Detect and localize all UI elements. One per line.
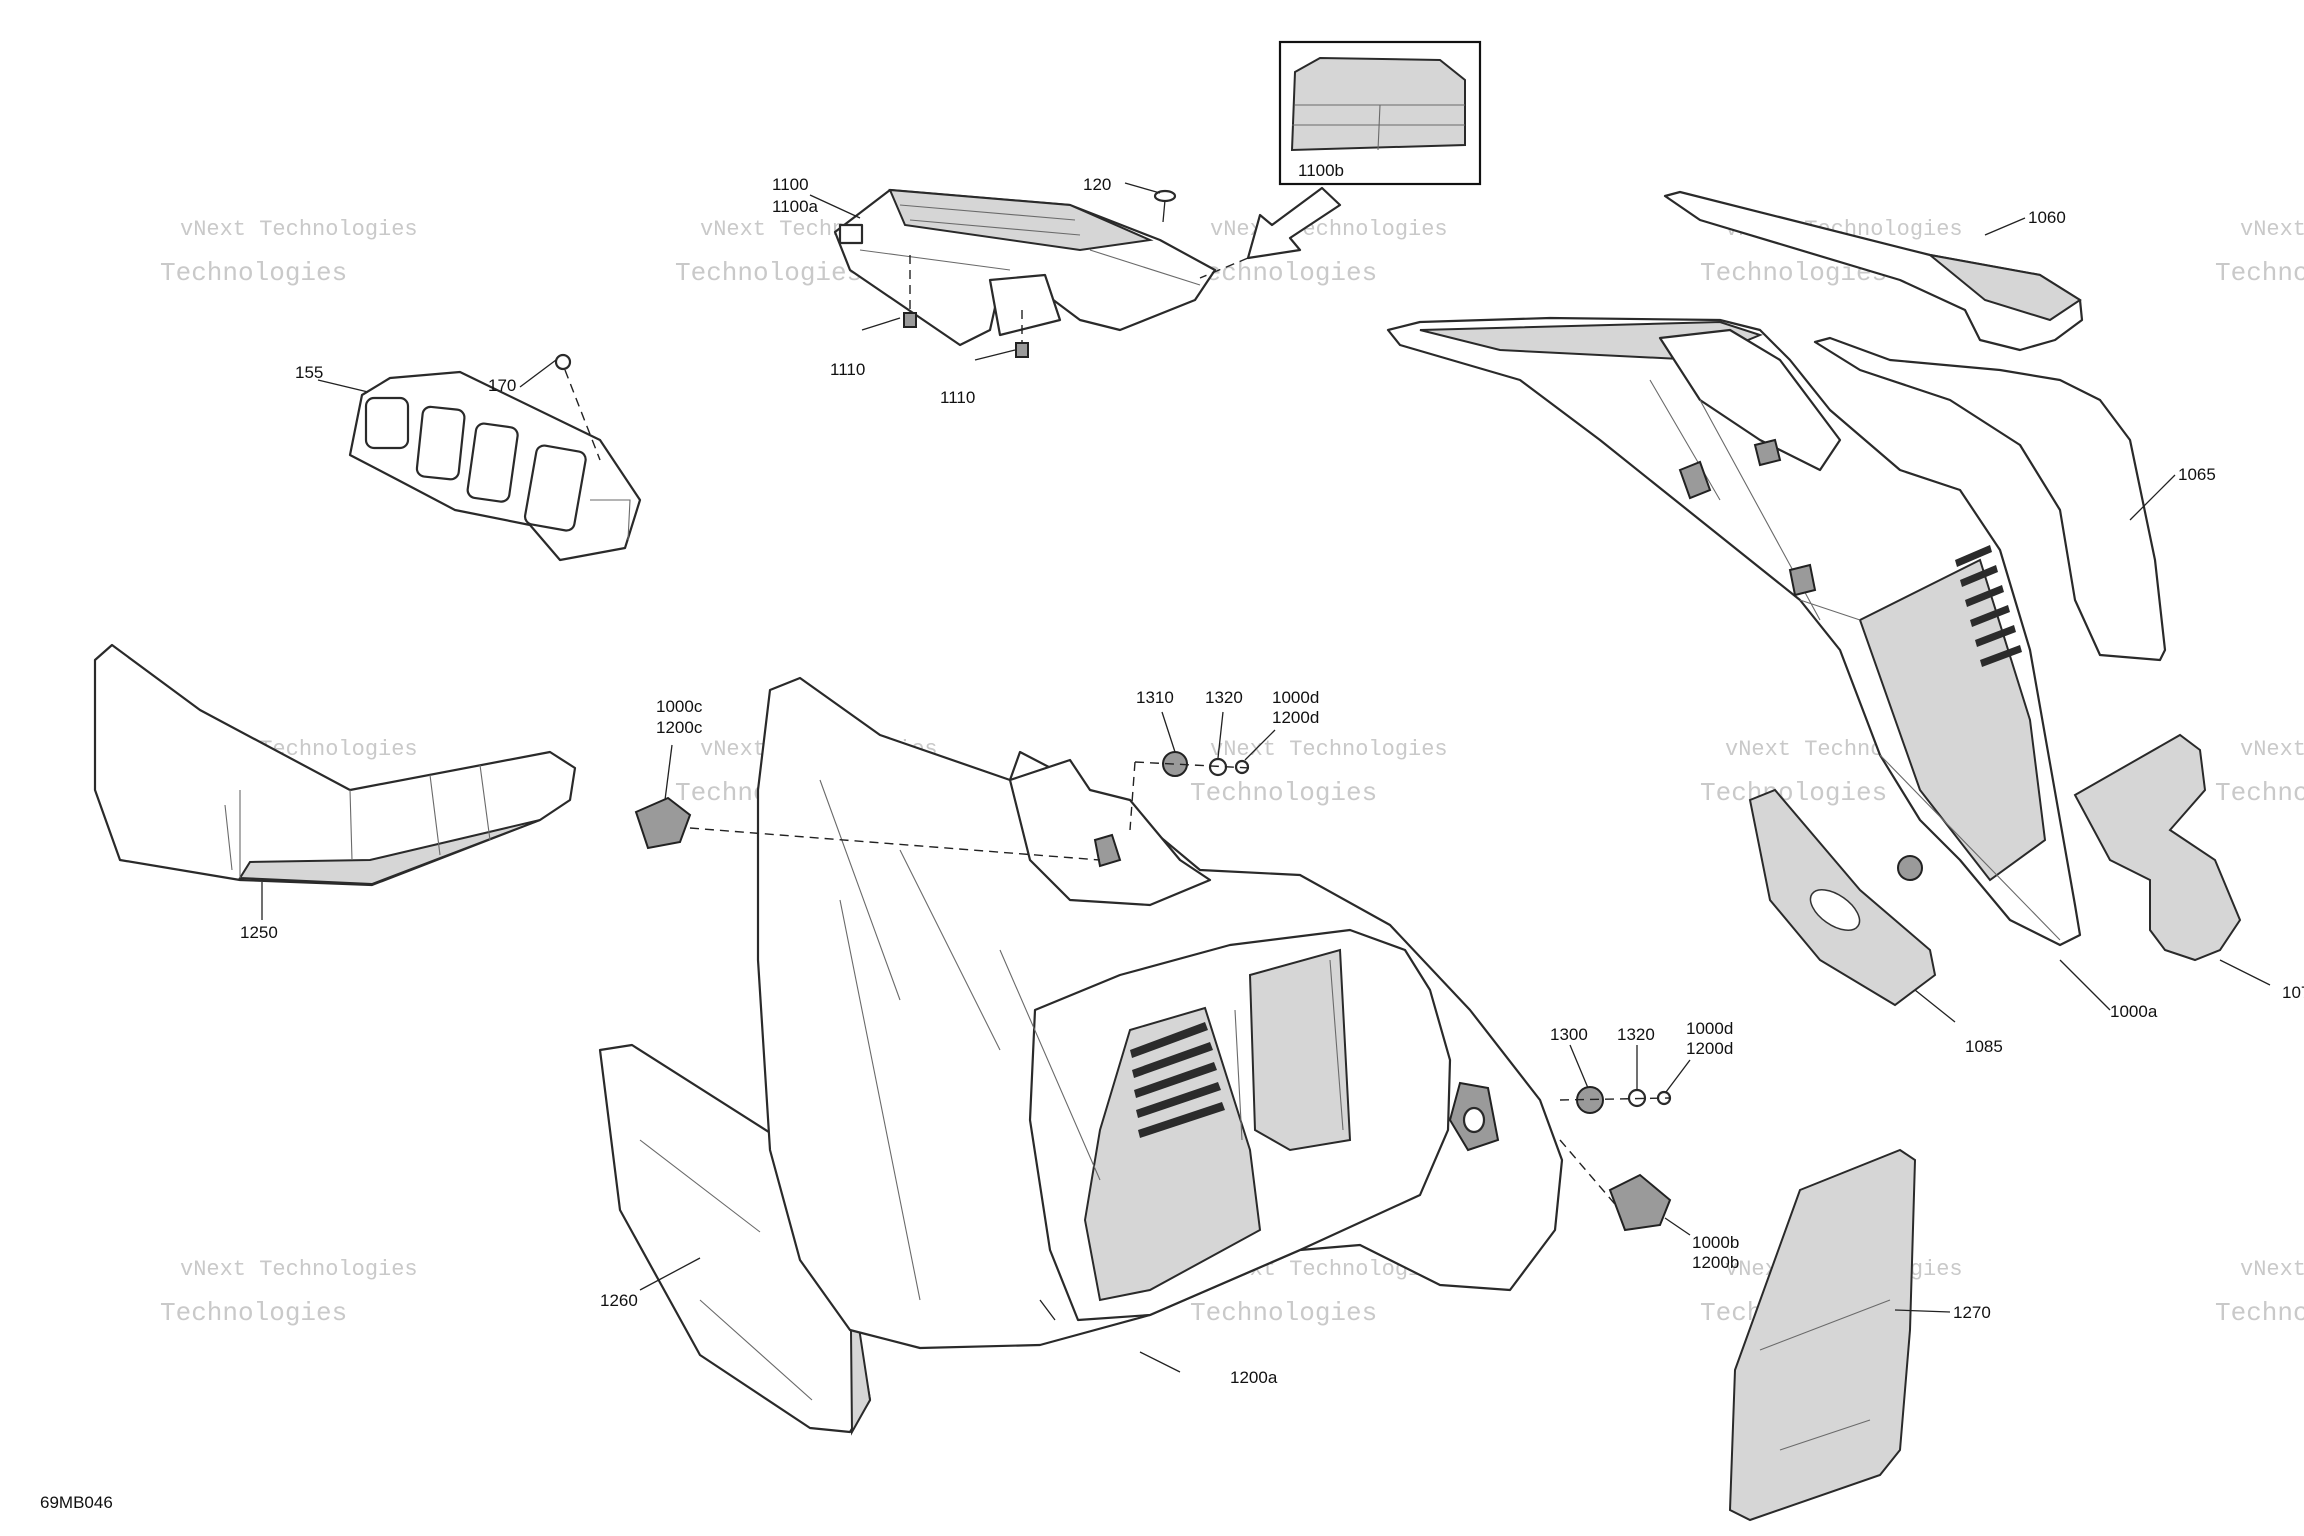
callout-1000b: 1000b (1692, 1233, 1739, 1252)
watermark-text: Technologies (1190, 1298, 1377, 1328)
callout-1310: 1310 (1136, 688, 1174, 707)
vent-slots-right (1955, 545, 2022, 667)
leader-1310 (1161, 711, 1176, 753)
vent-slots (1130, 1022, 1225, 1138)
leader-155 (317, 379, 369, 393)
callout-107: 107 (2282, 983, 2304, 1002)
callout-1110-left: 1110 (830, 360, 865, 379)
callout-1200d-top: 1200d (1272, 708, 1319, 727)
part-1200a-side-fairing (756, 676, 1564, 1350)
inset-1100b: 1100b (1278, 40, 1482, 186)
part-1060-panel (1663, 190, 2084, 352)
callout-155: 155 (295, 363, 323, 382)
callout-1200d-bottom: 1200d (1686, 1039, 1733, 1058)
leader-1000d-bottom (1665, 1059, 1691, 1093)
callout-120: 120 (1083, 175, 1111, 194)
leader-1000c (664, 744, 673, 801)
callout-1270: 1270 (1953, 1303, 1991, 1322)
watermark-text: Technologies (1190, 778, 1377, 808)
callout-1250: 1250 (240, 923, 278, 942)
leader-1110-left (861, 317, 901, 331)
screw-170 (554, 353, 601, 461)
watermark-text: Technologies (675, 258, 862, 288)
leader-1110-right (974, 349, 1016, 361)
watermark-text: Technologies (1700, 778, 1887, 808)
screw-1110-left (903, 255, 917, 328)
callout-1200c: 1200c (656, 718, 703, 737)
leader-120 (1124, 182, 1161, 194)
watermark-text: vNext Technologies (1210, 737, 1448, 762)
part-107-panel (2073, 733, 2242, 962)
callout-1320-top: 1320 (1205, 688, 1243, 707)
callout-1260: 1260 (600, 1291, 638, 1310)
watermark-text: Technologies (2215, 778, 2304, 808)
callout-1065: 1065 (2178, 465, 2216, 484)
callout-labels: 1100 1100a 120 1110 1110 155 170 1060 10… (240, 175, 2304, 1387)
leader-1000b (1664, 1217, 1691, 1236)
watermark-text: Technologies (1190, 258, 1377, 288)
leader-1100 (809, 194, 861, 219)
callout-1000d-top: 1000d (1272, 688, 1319, 707)
watermark-text: Technologies (160, 1298, 347, 1328)
part-1250-panel (93, 643, 577, 887)
watermark-text: Technologies (160, 258, 347, 288)
screw-120 (1153, 189, 1177, 223)
callout-1100a: 1100a (772, 197, 819, 216)
callout-1000c: 1000c (656, 697, 703, 716)
leader-1300 (1569, 1044, 1589, 1089)
leader-107 (2219, 959, 2271, 986)
part-1270-panel (1728, 1148, 1917, 1522)
clip-1000c (634, 796, 1101, 861)
leader-1000d-top (1244, 729, 1276, 761)
watermark-text: vNext Technologies (180, 217, 418, 242)
callout-1000d-bottom: 1000d (1686, 1019, 1733, 1038)
screw-1110-right (1015, 310, 1029, 358)
part-155-vent (348, 370, 642, 562)
watermark-text: Technologies (2215, 258, 2304, 288)
drawing-code: 69MB046 (40, 1493, 113, 1512)
leader-1200a (1139, 1351, 1181, 1373)
leader-1065 (2129, 474, 2176, 521)
leader-1260 (639, 1257, 701, 1291)
leader-170 (519, 359, 557, 388)
callout-1085: 1085 (1965, 1037, 2003, 1056)
leader-1085 (1914, 989, 1956, 1023)
watermark-text: vNext (2240, 1257, 2304, 1282)
callout-170: 170 (488, 376, 516, 395)
arrow-indicator-icon (1199, 186, 1342, 279)
watermark-text: vNext (2240, 737, 2304, 762)
part-1085-panel (1748, 788, 1937, 1007)
watermark-text: vNext Technologies (1210, 217, 1448, 242)
watermark-text: vNext (2240, 217, 2304, 242)
callout-1300: 1300 (1550, 1025, 1588, 1044)
callout-1200a: 1200a (1230, 1368, 1278, 1387)
fasteners-upper (1129, 751, 1251, 831)
leader-1060 (1984, 217, 2026, 236)
trim-edge (1039, 1299, 1056, 1321)
callout-1000a: 1000a (2110, 1002, 2158, 1021)
callout-1320-bottom: 1320 (1617, 1025, 1655, 1044)
watermark-text: Technologies (2215, 1298, 2304, 1328)
leader-1270 (1894, 1309, 1951, 1313)
callout-1100: 1100 (772, 175, 809, 194)
watermark-text: vNext Technologies (180, 1257, 418, 1282)
callout-1060: 1060 (2028, 208, 2066, 227)
clip-1000b (1608, 1173, 1672, 1232)
part-1065-panel (1813, 336, 2167, 662)
part-1000a-front-fairing (1386, 316, 2082, 947)
part-1100-light-assembly (833, 188, 1217, 347)
callout-1110-right: 1110 (940, 388, 975, 407)
leader-1000a (2059, 959, 2111, 1011)
callout-1100b: 1100b (1298, 161, 1344, 180)
callout-1200b: 1200b (1692, 1253, 1739, 1272)
fasteners-lower (1559, 1086, 1672, 1211)
leader-1320-top (1217, 711, 1224, 759)
